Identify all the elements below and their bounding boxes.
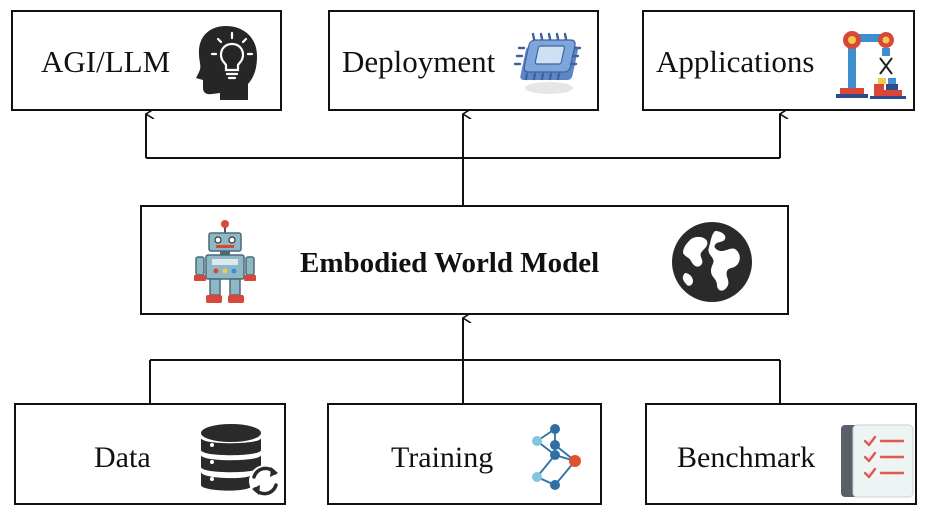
training-label: Training — [391, 441, 494, 474]
applications-label: Applications — [656, 44, 815, 79]
applications-box: Applications — [642, 10, 915, 111]
benchmark-label: Benchmark — [677, 441, 816, 474]
data-label: Data — [94, 441, 151, 474]
data-box: Data — [14, 403, 286, 505]
embodied-world-model-box: Embodied World Model — [140, 205, 789, 315]
training-box: Training — [327, 403, 602, 505]
microchip-icon — [513, 32, 582, 94]
robot-icon — [194, 220, 256, 303]
database-sync-icon — [201, 424, 281, 497]
deployment-box: Deployment — [328, 10, 599, 111]
agi-llm-box: AGI/LLM — [11, 10, 282, 111]
head-lightbulb-icon — [196, 26, 257, 100]
deployment-label: Deployment — [342, 44, 496, 79]
checklist-icon — [841, 424, 914, 498]
embodied-world-model-label: Embodied World Model — [300, 247, 600, 279]
neural-network-icon — [532, 424, 581, 490]
benchmark-box: Benchmark — [645, 403, 917, 505]
robotic-arm-icon — [836, 31, 906, 99]
agi-llm-label: AGI/LLM — [41, 44, 171, 79]
globe-icon — [672, 222, 752, 302]
